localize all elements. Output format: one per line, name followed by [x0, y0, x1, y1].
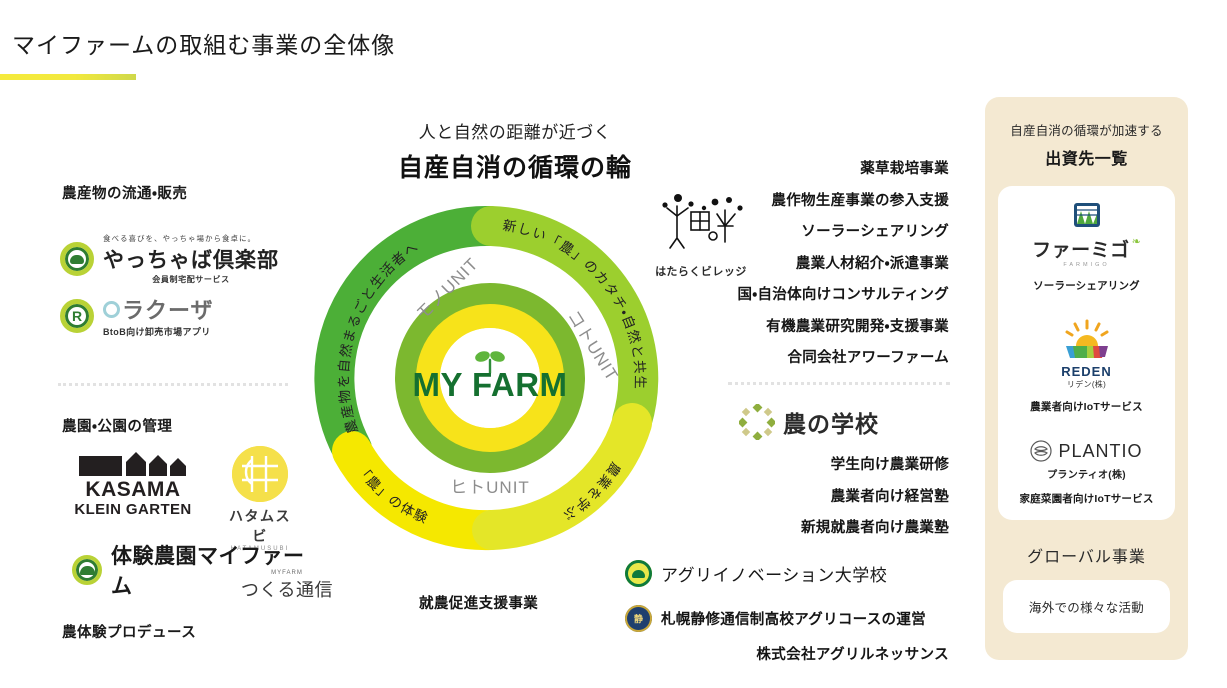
business-list-item[interactable]: 農作物生産事業の参入支援 [771, 192, 949, 209]
logo-yacchaba-club[interactable]: 食べる喜びを、やっちゃ場から食卓に。 やっちゃば倶楽部 会員制宅配サービス [60, 233, 279, 285]
ring-segment-mono [314, 205, 510, 469]
right-divider-1 [728, 382, 950, 385]
school-course-item[interactable]: 学生向け農業研修 [830, 457, 949, 473]
global-business-title: グローバル事業 [1027, 549, 1146, 566]
logo-kasama-klein-garten[interactable]: KASAMA KLEIN GARTEN [68, 450, 198, 518]
agri-university-label: アグリイノベーション大学校 [661, 566, 888, 585]
plantio-sub: プランティオ(株) [1047, 470, 1126, 481]
hataraku-mark-icon [662, 194, 743, 249]
ring-svg: MY FARM モノUNIT コトUNIT ヒトUNIT 農産物を自然まるごと生… [314, 205, 659, 551]
inner-ring-yellow [416, 304, 564, 452]
rakuza-sub: BtoB向け卸売市場アプリ [103, 327, 211, 337]
school-course-item[interactable]: 農業者向け経営塾 [830, 488, 949, 505]
hatamusubi-name: ハタムスビ [229, 508, 291, 544]
inner-ring-green [395, 283, 585, 473]
sapporo-emblem-icon: 静 [625, 605, 652, 632]
logo-agri-innovation-university[interactable]: アグリイノベーション大学校 [625, 560, 887, 587]
farmigo-name: ファーミゴ [1032, 240, 1130, 261]
taiken-name: 体験農園マイファーム [111, 545, 305, 598]
left-divider-1 [58, 383, 288, 386]
reden-sub: リデン(株) [1066, 380, 1107, 389]
panel-subtitle: 自産自消の循環が加速する [1010, 124, 1163, 138]
business-list-item[interactable]: 国・自治体向けコンサルティング [737, 287, 949, 303]
logo-tsukuru-tsushin[interactable]: MYFARM つくる通信 [222, 570, 352, 602]
inner-circle-core [440, 328, 540, 428]
rakuza-name: ラクーザ [122, 298, 214, 323]
yacchaba-name: やっちゃば倶楽部 [103, 249, 279, 272]
panel-title: 出資先一覧 [1045, 151, 1128, 168]
plantio-caption: 家庭菜園者向けIoTサービス [1019, 493, 1154, 505]
plantio-mark-icon [1030, 440, 1053, 462]
logo-rakuza[interactable]: R ラクーザ BtoB向け卸売市場アプリ [60, 293, 214, 338]
business-list-item[interactable]: ソーラーシェアリング [801, 224, 949, 240]
ring-segment-hito-right [472, 403, 652, 550]
rakuza-emblem-icon: R [60, 298, 94, 333]
hataraku-name: はたらくビレッジ [655, 266, 747, 278]
diagram-title: 自産自消の循環の輪 [397, 154, 632, 182]
page-title: マイファームの取組む事業の全体像 [12, 32, 396, 58]
yacchaba-emblem-icon [60, 242, 94, 276]
school-course-item[interactable]: 新規就農者向け農業塾 [801, 520, 949, 536]
diagram-subtitle: 人と自然の距離が近づく [418, 123, 612, 142]
business-list: 薬草栽培事業 農作物生産事業の参入支援 ソーラーシェアリング 農業人材紹介・派遣… [529, 162, 949, 366]
investment-item-plantio[interactable]: PLANTIO プランティオ(株) 家庭菜園者向けIoTサービス [1006, 440, 1167, 506]
hatamusubi-mark-icon [232, 446, 288, 502]
investment-item-farmigo[interactable]: ファーミゴ ❧ FARMIGO ソーラーシェアリング [1006, 202, 1167, 293]
business-list-item[interactable]: 有機農業研究開発・支援事業 [766, 318, 949, 335]
business-list-item[interactable]: 薬草栽培事業 [860, 161, 949, 177]
agri-university-emblem-icon [625, 560, 652, 587]
ring-unit-label-hito: ヒトUNIT [450, 478, 530, 497]
left-section-title-distribution: 農産物の流通・販売 [62, 186, 188, 202]
kasama-sub: KLEIN GARTEN [74, 501, 192, 519]
ring-segment-hito-left [332, 431, 511, 551]
investment-panel: 自産自消の循環が加速する 出資先一覧 ファーミゴ ❧ FARMIGO ソーラーシ… [985, 97, 1188, 660]
title-underline-accent [0, 74, 136, 80]
reden-mark-icon [1065, 319, 1108, 358]
farmigo-leaf-icon: ❧ [1131, 236, 1141, 248]
reden-caption: 農業者向けIoTサービス [1030, 401, 1143, 413]
business-list-item[interactable]: 農業人材紹介・派遣事業 [795, 255, 949, 272]
logo-taiken-nouen-myfarm[interactable]: 体験農園マイファーム [72, 540, 310, 600]
logo-hataraku-village[interactable]: はたらくビレッジ [655, 186, 747, 279]
agri-renaissance-label: 株式会社アグリルネッサンス [756, 647, 949, 663]
logo-hatamusubi[interactable]: ハタムスビ HATAMUSUBI [222, 446, 298, 552]
left-section-title-produce: 農体験プロデュース [62, 625, 197, 641]
plantio-name: PLANTIO [1058, 440, 1143, 461]
farmigo-roman: FARMIGO [1063, 262, 1110, 268]
nogakko-name: 農の学校 [783, 411, 879, 437]
rakuza-ring-icon [103, 300, 120, 318]
hatamusubi-roman: HATAMUSUBI [230, 546, 290, 552]
circulation-ring-diagram: MY FARM モノUNIT コトUNIT ヒトUNIT 農産物を自然まるごと生… [305, 193, 675, 563]
investment-card-list: ファーミゴ ❧ FARMIGO ソーラーシェアリング [998, 186, 1175, 520]
ring-segment-koto [471, 206, 659, 441]
tsukuru-name: つくる通信 [240, 580, 334, 600]
kasama-mark-icon [79, 450, 187, 476]
reden-name: REDEN [1061, 364, 1112, 379]
sprout-icon [475, 351, 505, 375]
sapporo-label: 札幌静修通信制高校アグリコースの運営 [661, 612, 926, 628]
yacchaba-sub: 会員制宅配サービス [152, 275, 230, 284]
farmigo-caption: ソーラーシェアリング [1033, 280, 1140, 292]
bottom-center-label: 就農促進支援事業 [419, 596, 539, 612]
kasama-name: KASAMA [85, 478, 181, 501]
nogakko-mark-icon [737, 402, 777, 442]
tsukuru-arc-text: MYFARM [271, 570, 303, 576]
global-business-card[interactable]: 海外での様々な活動 [1003, 580, 1170, 633]
myfarm-wordmark: MY FARM [412, 366, 567, 403]
logo-sapporo-seishu[interactable]: 静 札幌静修通信制高校アグリコースの運営 [625, 605, 926, 632]
investment-item-reden[interactable]: REDEN リデン(株) 農業者向けIoTサービス [1006, 319, 1167, 414]
logo-nou-no-gakko[interactable]: 農の学校 [737, 402, 879, 442]
left-section-title-farm-management: 農園・公園の管理 [62, 419, 173, 435]
yacchaba-tagline: 食べる喜びを、やっちゃ場から食卓に。 [103, 234, 256, 243]
global-business-text: 海外での様々な活動 [1028, 601, 1145, 615]
business-list-item[interactable]: 合同会社アワーファーム [787, 350, 949, 366]
school-course-list: 学生向け農業研修 農業者向け経営塾 新規就農者向け農業塾 [529, 458, 949, 536]
farmigo-mark-icon [1073, 203, 1100, 227]
taiken-emblem-icon [72, 555, 102, 585]
